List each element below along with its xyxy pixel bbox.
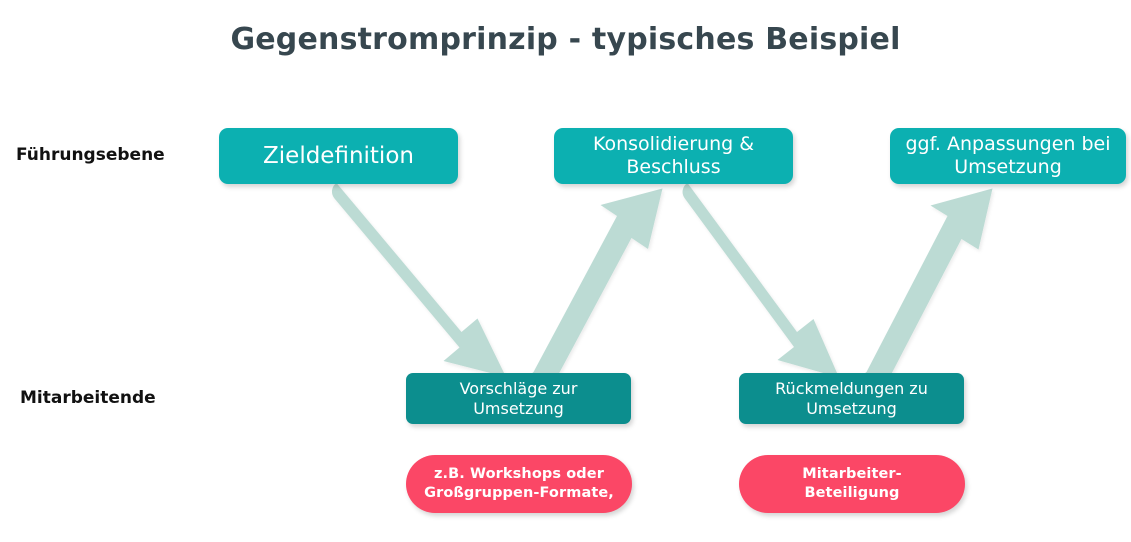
- node-anpassungen-label: ggf. Anpassungen bei Umsetzung: [905, 132, 1111, 178]
- node-konsolidierung[interactable]: Konsolidierung & Beschluss: [554, 128, 793, 184]
- pill-workshops-label: z.B. Workshops oder Großgruppen-Formate,: [424, 466, 614, 501]
- arrow-konsolidierung-to-rueckmeldungen: [682, 183, 839, 378]
- row-label-mitarbeitende: Mitarbeitende: [20, 388, 156, 408]
- arrow-zieldefinition-to-vorschlaege: [331, 183, 506, 377]
- node-vorschlaege-label: Vorschläge zur Umsetzung: [459, 378, 578, 418]
- node-anpassungen[interactable]: ggf. Anpassungen bei Umsetzung: [890, 128, 1126, 184]
- pill-beteiligung[interactable]: Mitarbeiter- Beteiligung: [739, 455, 965, 513]
- arrow-vorschlaege-to-konsolidierung: [527, 188, 663, 397]
- node-konsolidierung-label: Konsolidierung & Beschluss: [592, 132, 755, 178]
- node-rueckmeldungen[interactable]: Rückmeldungen zu Umsetzung: [739, 373, 964, 424]
- page-title: Gegenstromprinzip - typisches Beispiel: [230, 22, 901, 57]
- arrow-rueckmeldungen-to-anpassungen: [860, 188, 993, 397]
- node-zieldefinition-label: Zieldefinition: [263, 142, 414, 169]
- pill-beteiligung-label: Mitarbeiter- Beteiligung: [802, 466, 902, 501]
- node-rueckmeldungen-label: Rückmeldungen zu Umsetzung: [775, 378, 928, 418]
- node-vorschlaege[interactable]: Vorschläge zur Umsetzung: [406, 373, 631, 424]
- pill-workshops[interactable]: z.B. Workshops oder Großgruppen-Formate,: [406, 455, 632, 513]
- row-label-fuehrungsebene: Führungsebene: [16, 145, 165, 165]
- node-zieldefinition[interactable]: Zieldefinition: [219, 128, 458, 184]
